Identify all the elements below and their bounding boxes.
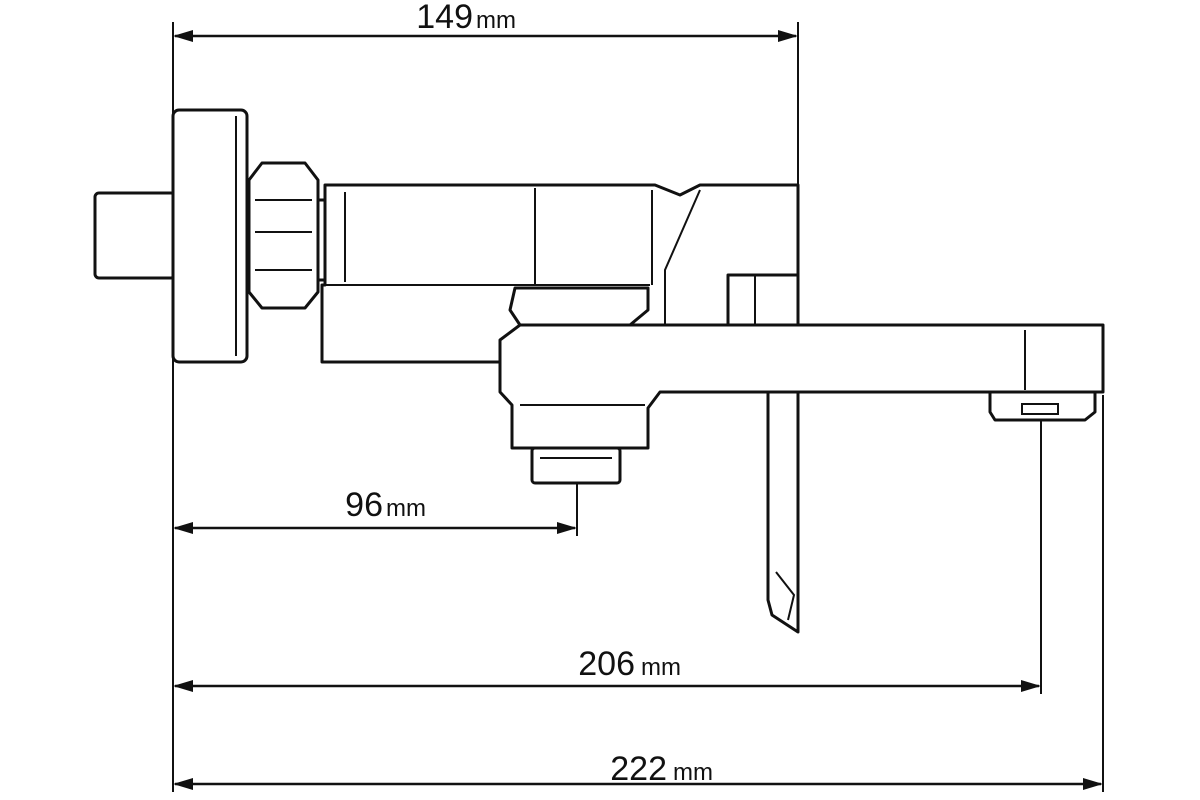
spout — [498, 323, 1105, 450]
dim-149-unit: mm — [476, 7, 516, 34]
diverter-lever — [766, 390, 800, 634]
body-taper — [664, 189, 701, 325]
lever-tip — [775, 571, 796, 621]
arrow-right — [557, 522, 577, 534]
dimension-96: 96 mm — [173, 486, 577, 534]
handle-stem — [530, 446, 622, 485]
aerator-slot — [1021, 403, 1059, 415]
arrow-right — [778, 30, 798, 42]
dim-96-unit: mm — [386, 495, 426, 522]
inlet-pipe — [93, 191, 177, 280]
hex-nut-facets — [255, 199, 312, 271]
dimension-149: 149 mm — [173, 0, 798, 42]
arrow-left — [173, 778, 193, 790]
wall-flange — [171, 108, 249, 364]
cartridge-top — [508, 286, 650, 327]
arrow-right — [1083, 778, 1103, 790]
dim-222-value: 222 — [610, 750, 667, 788]
arrow-left — [173, 30, 193, 42]
arrow-left — [173, 522, 193, 534]
dim-96-value: 96 — [345, 486, 383, 524]
faucet-outline — [93, 108, 1105, 634]
arrow-left — [173, 680, 193, 692]
dim-222-unit: mm — [673, 759, 713, 786]
dimension-222: 222 mm — [173, 750, 1103, 790]
dimension-206: 206 mm — [173, 645, 1041, 692]
hex-nut — [247, 161, 320, 310]
dim-149-value: 149 — [416, 0, 473, 36]
dim-206-unit: mm — [641, 654, 681, 681]
diverter-block — [726, 273, 800, 327]
arrow-right — [1021, 680, 1041, 692]
aerator — [988, 390, 1097, 422]
dim-206-value: 206 — [578, 645, 635, 683]
